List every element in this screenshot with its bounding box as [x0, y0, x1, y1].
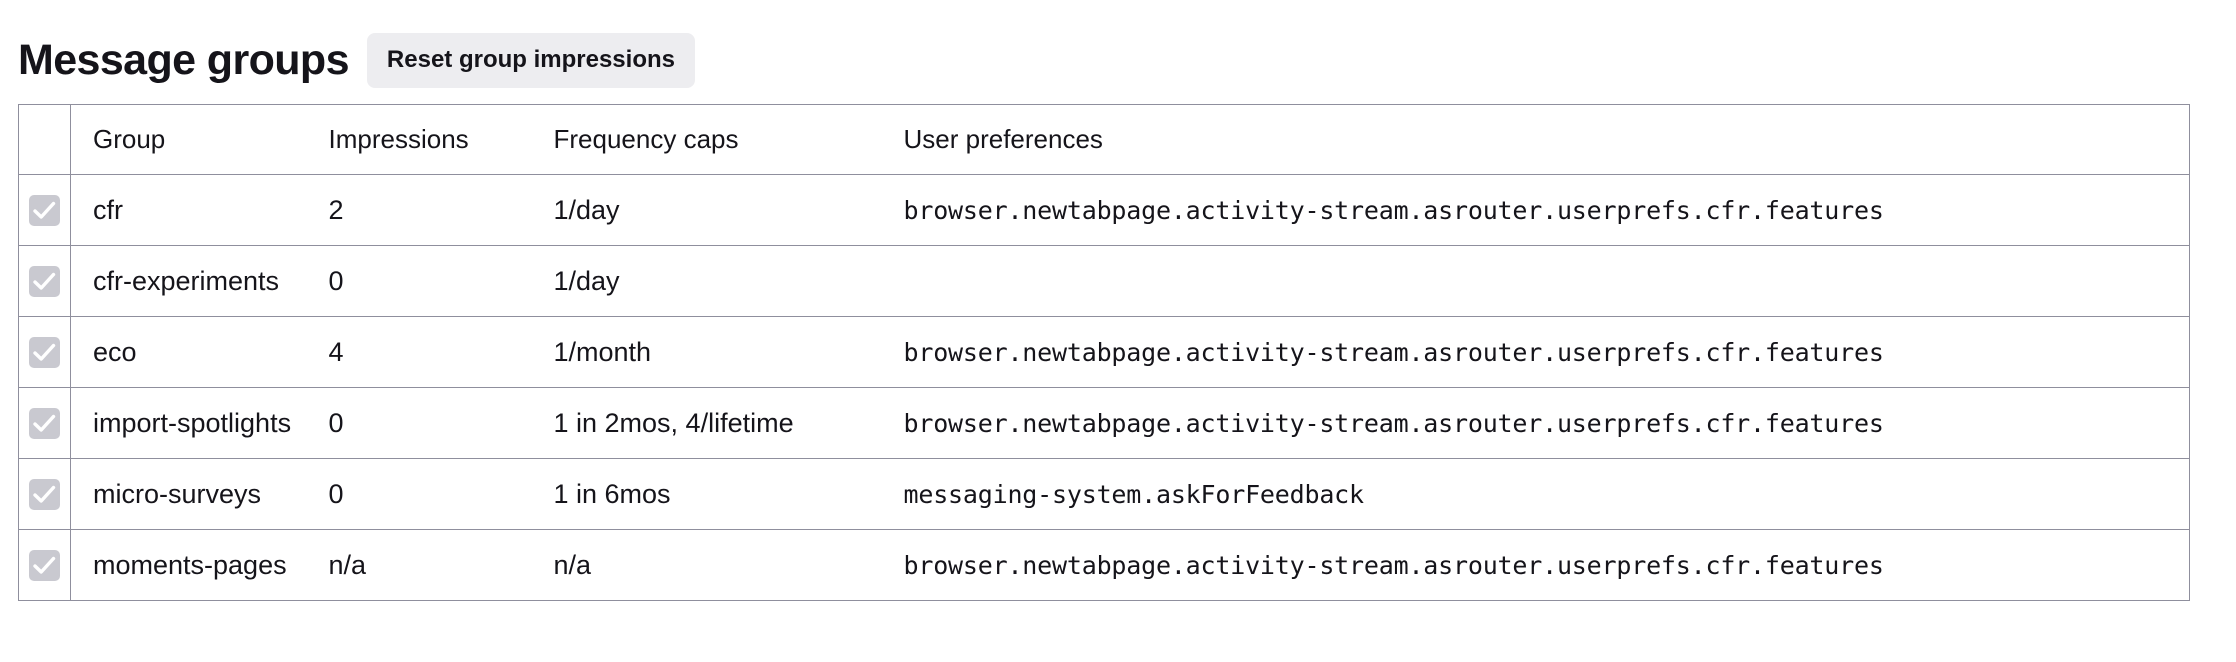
- checkmark-icon[interactable]: [29, 408, 60, 440]
- row-frequency-caps: 1/day: [553, 174, 904, 246]
- row-impressions: 0: [328, 245, 554, 317]
- column-header-checkbox: [18, 104, 71, 175]
- row-impressions: 0: [328, 387, 554, 459]
- checkmark-icon[interactable]: [29, 479, 60, 511]
- column-header-frequency-caps: Frequency caps: [553, 104, 904, 175]
- column-header-group: Group: [70, 104, 329, 175]
- row-impressions: n/a: [328, 529, 554, 601]
- row-group-name: eco: [70, 316, 329, 388]
- row-group-name: micro-surveys: [70, 458, 329, 530]
- row-group-name: moments-pages: [70, 529, 329, 601]
- row-user-preferences: [903, 245, 2190, 317]
- table-header-row: Group Impressions Frequency caps User pr…: [18, 104, 2190, 175]
- row-frequency-caps: 1 in 2mos, 4/lifetime: [553, 387, 904, 459]
- row-frequency-caps: n/a: [553, 529, 904, 601]
- message-groups-table: Group Impressions Frequency caps User pr…: [18, 104, 2190, 601]
- checkmark-icon[interactable]: [29, 266, 60, 298]
- checkmark-icon[interactable]: [29, 337, 60, 369]
- reset-group-impressions-button[interactable]: Reset group impressions: [366, 33, 695, 88]
- row-user-preferences: browser.newtabpage.activity-stream.asrou…: [903, 387, 2190, 459]
- row-user-preferences: messaging-system.askForFeedback: [903, 458, 2190, 530]
- page-header: Message groups Reset group impressions: [0, 0, 2236, 104]
- row-group-name: cfr-experiments: [70, 245, 329, 317]
- row-impressions: 2: [328, 174, 554, 246]
- row-frequency-caps: 1/month: [553, 316, 904, 388]
- row-checkbox-cell: [18, 245, 71, 317]
- row-checkbox-cell: [18, 316, 71, 388]
- row-group-name: cfr: [70, 174, 329, 246]
- row-frequency-caps: 1 in 6mos: [553, 458, 904, 530]
- row-checkbox-cell: [18, 174, 71, 246]
- row-checkbox-cell: [18, 458, 71, 530]
- row-user-preferences: browser.newtabpage.activity-stream.asrou…: [903, 529, 2190, 601]
- row-impressions: 4: [328, 316, 554, 388]
- page-title: Message groups: [18, 36, 350, 84]
- table-header: Group Impressions Frequency caps User pr…: [18, 104, 2190, 175]
- row-group-name: import-spotlights: [70, 387, 329, 459]
- message-groups-table-container: Group Impressions Frequency caps User pr…: [0, 104, 2236, 601]
- row-user-preferences: browser.newtabpage.activity-stream.asrou…: [903, 174, 2190, 246]
- row-frequency-caps: 1/day: [553, 245, 904, 317]
- row-checkbox-cell: [18, 387, 71, 459]
- row-user-preferences: browser.newtabpage.activity-stream.asrou…: [903, 316, 2190, 388]
- checkmark-icon[interactable]: [29, 550, 60, 582]
- column-header-user-preferences: User preferences: [903, 104, 2190, 175]
- column-header-impressions: Impressions: [328, 104, 554, 175]
- row-checkbox-cell: [18, 529, 71, 601]
- row-impressions: 0: [328, 458, 554, 530]
- checkmark-icon[interactable]: [29, 195, 60, 227]
